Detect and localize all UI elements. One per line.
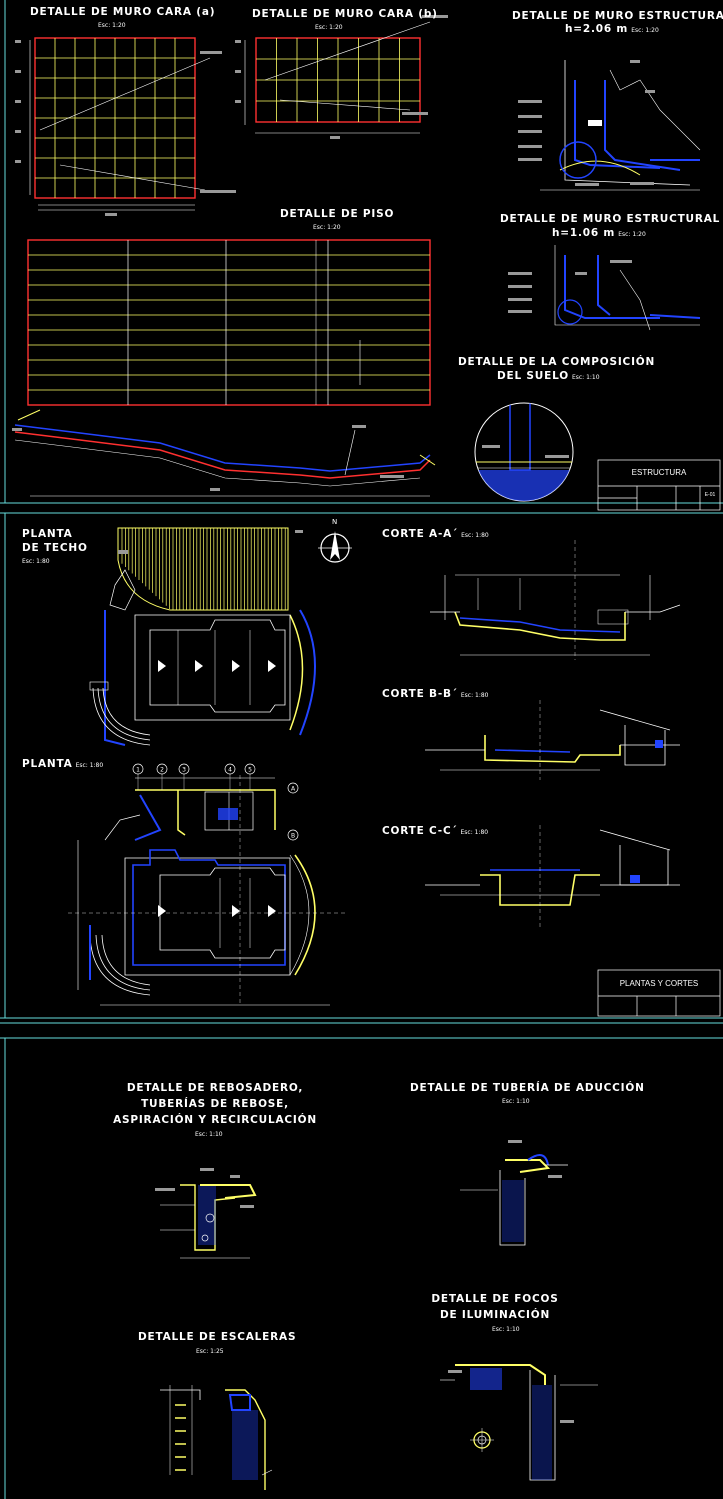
planta-principal: 1 2 3 4 5A B — [68, 763, 345, 1006]
composicion-suelo-detail — [474, 402, 574, 502]
corte-a-a — [430, 540, 681, 660]
rebosadero-scale: Esc: 1:10 — [195, 1131, 223, 1138]
axis-bubble — [287, 829, 299, 841]
muro-estructural-2-scale: Esc: 1:20 — [618, 231, 646, 238]
muro-estructural-2-title: DETALLE DE MURO ESTRUCTURAL — [500, 213, 721, 225]
escaleras-detail — [160, 1385, 273, 1490]
north-arrow-icon — [318, 531, 352, 563]
corte-a-scale: Esc: 1:80 — [461, 532, 489, 539]
planta-title: PLANTA — [22, 758, 73, 770]
muro-estructural-2-height: h=1.06 m — [552, 227, 616, 239]
tuberia-aduccion-detail — [460, 1140, 568, 1246]
focos-title-1: DETALLE DE FOCOS — [431, 1293, 559, 1305]
muro-estructural-1-labels — [518, 60, 655, 186]
escaleras-scale: Esc: 1:25 — [196, 1348, 224, 1355]
title-block-plantas-name: PLANTAS Y CORTES — [619, 979, 699, 988]
corte-b-scale: Esc: 1:80 — [460, 692, 489, 699]
roof-outline — [117, 527, 289, 611]
axis-label: 4 — [228, 767, 232, 774]
focos-scale: Esc: 1:10 — [492, 1326, 520, 1333]
focos-iluminacion-detail — [440, 1364, 598, 1481]
planta-techo-scale: Esc: 1:80 — [22, 558, 50, 565]
planta-techo-title: PLANTA — [22, 528, 73, 540]
muro-cara-a-scale: Esc: 1:20 — [98, 22, 126, 29]
muro-estructural-1-title: DETALLE DE MURO ESTRUCTURAL — [512, 10, 723, 22]
composicion-suelo-title-2: DEL SUELO — [497, 370, 569, 382]
muro-estructural-2 — [554, 245, 701, 331]
corte-a-title: CORTE A-A´ — [382, 528, 459, 540]
corte-b-b — [425, 700, 680, 780]
rebosadero-detail — [155, 1168, 257, 1259]
axis-label: 2 — [160, 767, 164, 774]
composicion-suelo-scale: Esc: 1:10 — [571, 374, 600, 381]
muro-estructural-1-scale: Esc: 1:20 — [631, 27, 659, 34]
muro-cara-a-labels — [15, 40, 236, 216]
north-label: N — [332, 518, 338, 526]
corte-c-title: CORTE C-C´ — [382, 825, 458, 837]
title-block-plantas — [597, 969, 721, 1017]
rebosadero-title-2: TUBERÍAS DE REBOSE, — [141, 1098, 289, 1110]
title-block-estructura-sheet: E-01 — [704, 492, 716, 498]
muro-cara-a-leaders — [29, 40, 211, 211]
axis-bubble — [287, 782, 299, 794]
rebosadero-title-1: DETALLE DE REBOSADERO, — [126, 1082, 304, 1094]
axis-label: 5 — [248, 767, 252, 774]
aduccion-title: DETALLE DE TUBERÍA DE ADUCCIÓN — [410, 1082, 645, 1094]
corte-a-title-row: CORTE A-A´Esc: 1:80 — [382, 528, 489, 542]
focos-title-2: DE ILUMINACIÓN — [439, 1309, 551, 1321]
detalle-piso-profile — [14, 340, 436, 497]
axis-label: A — [291, 786, 296, 793]
muro-cara-b-grid — [255, 37, 421, 123]
escaleras-title: DETALLE DE ESCALERAS — [138, 1331, 297, 1343]
aduccion-scale: Esc: 1:10 — [502, 1098, 530, 1105]
detalle-piso-grid — [27, 239, 431, 406]
planta-techo — [89, 527, 316, 746]
composicion-suelo-title: DETALLE DE LA COMPOSICIÓN — [458, 356, 656, 368]
title-block-estructura — [597, 459, 721, 511]
planta-scale: Esc: 1:80 — [75, 762, 104, 769]
axis-label: 3 — [182, 767, 186, 774]
planta-techo-title-2: DE TECHO — [22, 542, 88, 554]
corte-c-c — [425, 825, 680, 930]
corte-c-scale: Esc: 1:80 — [460, 829, 489, 836]
muro-estructural-2-labels — [508, 260, 632, 313]
muro-cara-a-grid — [34, 37, 196, 199]
title-block-estructura-name: ESTRUCTURA — [631, 468, 687, 477]
detalle-piso-title: DETALLE DE PISO — [280, 208, 395, 220]
muro-estructural-1-height: h=2.06 m — [565, 23, 629, 35]
muro-estructural-1 — [540, 60, 701, 191]
muro-cara-b-scale: Esc: 1:20 — [315, 24, 343, 31]
corte-b-title-row: CORTE B-B´Esc: 1:80 — [382, 688, 488, 702]
corte-b-title: CORTE B-B´ — [382, 688, 458, 700]
muro-cara-b-title: DETALLE DE MURO CARA (b) — [252, 8, 438, 20]
muro-cara-a-title: DETALLE DE MURO CARA (a) — [30, 6, 216, 18]
corte-c-title-row: CORTE C-C´Esc: 1:80 — [382, 825, 488, 839]
rebosadero-title-3: ASPIRACIÓN Y RECIRCULACIÓN — [113, 1114, 317, 1126]
detalle-piso-labels — [12, 425, 404, 491]
muro-cara-b-labels — [235, 15, 448, 139]
muro-cara-b-leaders — [244, 21, 431, 134]
detalle-piso-scale: Esc: 1:20 — [313, 224, 341, 231]
axis-label: B — [291, 833, 295, 840]
piso-border — [27, 239, 431, 406]
axis-label: 1 — [136, 767, 140, 774]
